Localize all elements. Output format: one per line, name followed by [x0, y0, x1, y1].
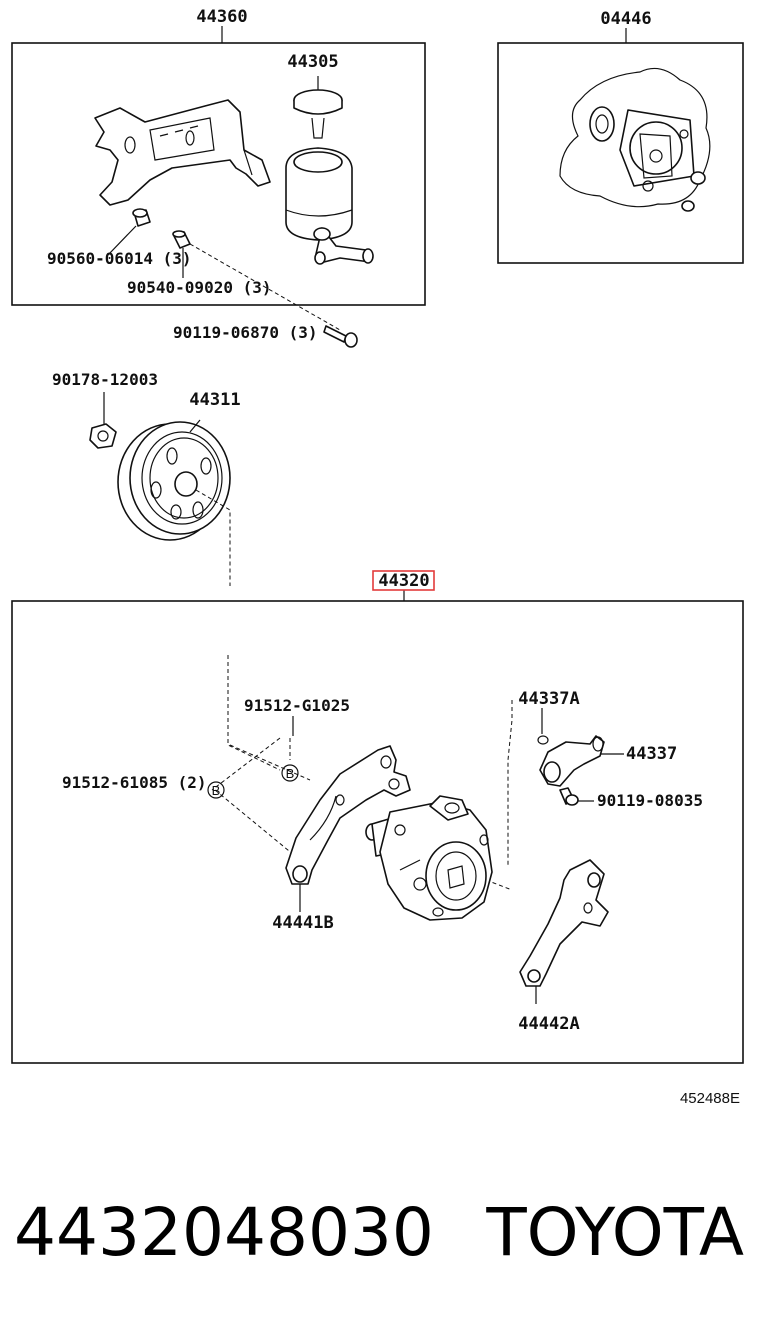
- figure-code: 452488E: [680, 1090, 740, 1107]
- union-oring-drawing: [537, 708, 549, 745]
- gasket-kit-group: 04446: [497, 9, 744, 264]
- footer-part-number: 4432048030: [14, 1194, 434, 1271]
- reservoir-drawing: [285, 76, 374, 265]
- label-90119-06870[interactable]: 90119-06870 (3): [173, 323, 318, 342]
- label-44311[interactable]: 44311: [189, 390, 240, 410]
- gasket-kit-drawing: [559, 67, 711, 212]
- label-44337[interactable]: 44337: [626, 744, 677, 764]
- highlight-frame: [372, 570, 435, 591]
- bracket-44441b-drawing: [285, 745, 411, 912]
- label-44442A[interactable]: 44442A: [518, 1014, 579, 1034]
- bracket-44442a-drawing: [519, 859, 609, 1004]
- label-91512-G1025[interactable]: 91512-G1025: [244, 696, 350, 715]
- svg-text:B: B: [212, 783, 221, 798]
- reservoir-bracket-drawing: [94, 99, 271, 206]
- reservoir-assembly-box: [11, 42, 426, 306]
- pump-assembly-group: 44320 91512-G1025 B B 91512-61085 (2): [11, 570, 744, 1064]
- reservoir-assembly-group: 44360 44305: [11, 7, 426, 331]
- label-90119-08035[interactable]: 90119-08035: [597, 791, 703, 810]
- nut-drawing: [89, 392, 117, 449]
- label-90540-09020[interactable]: 90540-09020 (3): [127, 278, 272, 297]
- pulley-drawing: [117, 419, 231, 586]
- footer-brand: TOYOTA: [485, 1194, 744, 1271]
- marker-b-upper: B: [281, 764, 299, 782]
- gasket-kit-box: [497, 42, 744, 264]
- reservoir-bolt-drawing: [323, 325, 358, 348]
- union-drawing: [539, 735, 624, 787]
- label-90560-06014[interactable]: 90560-06014 (3): [47, 249, 192, 268]
- label-44360[interactable]: 44360: [196, 7, 247, 27]
- label-91512-61085[interactable]: 91512-61085 (2): [62, 773, 207, 792]
- marker-b-left: B: [207, 781, 225, 799]
- label-44337A[interactable]: 44337A: [518, 689, 579, 709]
- collar-drawing: [172, 230, 341, 331]
- pump-assembly-box: [11, 600, 744, 1064]
- svg-text:B: B: [286, 766, 295, 781]
- bushing-drawing: [107, 208, 151, 256]
- label-44441B[interactable]: 44441B: [272, 913, 333, 933]
- union-bolt-drawing: [559, 787, 594, 806]
- pump-body-drawing: [365, 795, 493, 921]
- label-44305[interactable]: 44305: [287, 52, 338, 72]
- label-90178-12003[interactable]: 90178-12003: [52, 370, 158, 389]
- label-44320-highlighted[interactable]: 44320: [378, 571, 429, 591]
- label-04446[interactable]: 04446: [600, 9, 651, 29]
